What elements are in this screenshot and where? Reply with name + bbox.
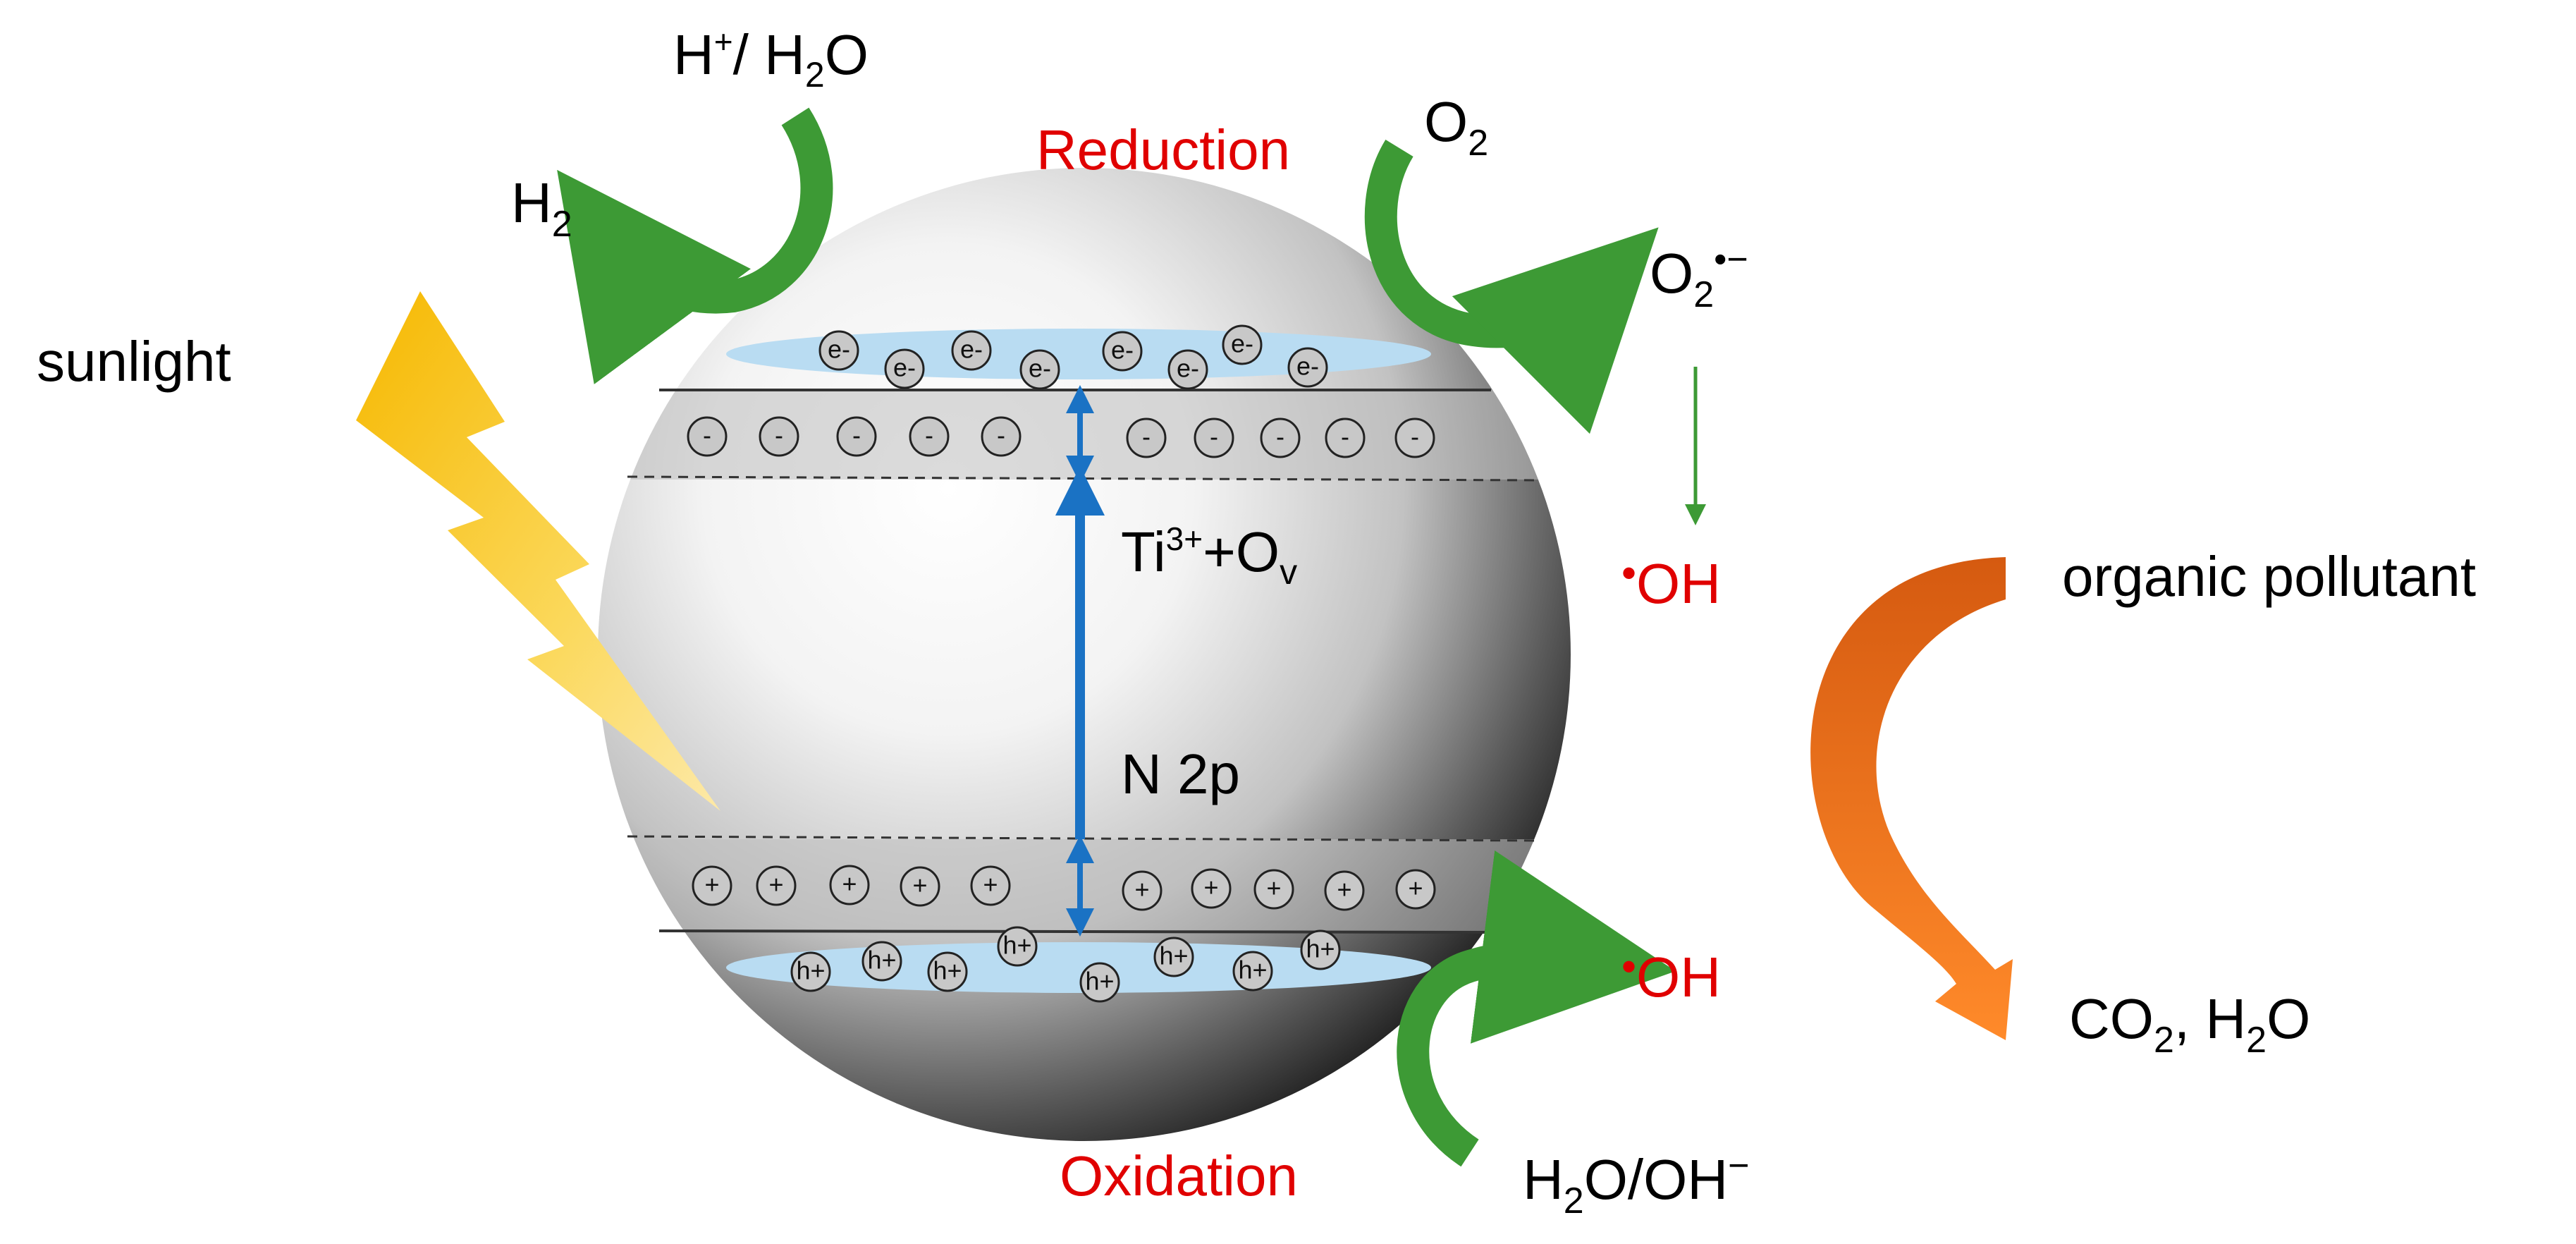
svg-text:+: + xyxy=(1203,872,1218,901)
green-arrow-oxygen xyxy=(1364,140,1659,434)
n2p-label: N 2p xyxy=(1121,743,1240,805)
hole-particle: h+ xyxy=(1300,929,1341,970)
electron-particle: e- xyxy=(1167,349,1208,390)
oh-radical-bottom-label: •OH xyxy=(1621,943,1721,1008)
svg-text:e-: e- xyxy=(1231,329,1253,358)
negative-charge: - xyxy=(687,416,728,457)
electron-particle: e- xyxy=(1019,349,1060,390)
h2o-oh-label: H2O/OH− xyxy=(1523,1145,1750,1221)
svg-text:h+: h+ xyxy=(1085,966,1114,995)
hole-particle: h+ xyxy=(1232,951,1273,992)
positive-charge: + xyxy=(1395,869,1436,910)
negative-charge: - xyxy=(836,416,877,457)
electron-particle: e- xyxy=(818,330,859,371)
electron-particle: e- xyxy=(1222,324,1263,365)
svg-text:e-: e- xyxy=(1177,353,1199,382)
green-arrow-oxidation xyxy=(1397,850,1676,1167)
positive-charge: + xyxy=(1122,870,1163,911)
oh-radical-top-label: •OH xyxy=(1621,549,1721,615)
valence-band-edge xyxy=(658,929,1492,934)
reduction-label: Reduction xyxy=(1036,118,1290,181)
svg-text:-: - xyxy=(1411,422,1419,451)
svg-text:+: + xyxy=(1266,873,1281,902)
svg-text:e-: e- xyxy=(960,334,983,363)
negative-charge: - xyxy=(981,416,1022,457)
svg-text:-: - xyxy=(1276,422,1284,451)
lightning-icon xyxy=(356,291,720,811)
hole-particle: h+ xyxy=(790,951,831,992)
svg-text:h+: h+ xyxy=(1159,941,1188,970)
svg-text:e-: e- xyxy=(1296,351,1319,380)
negative-charge: - xyxy=(1260,417,1301,458)
svg-text:-: - xyxy=(925,420,933,449)
hole-particle: h+ xyxy=(997,926,1038,967)
svg-text:-: - xyxy=(703,420,711,449)
svg-text:e-: e- xyxy=(893,353,916,382)
intermediate-level-label: Ti3++Ov xyxy=(1121,520,1297,592)
negative-charge: - xyxy=(1126,417,1167,458)
svg-text:+: + xyxy=(1134,874,1149,903)
positive-charge: + xyxy=(1324,870,1365,911)
svg-text:h+: h+ xyxy=(796,956,825,984)
hole-particle: h+ xyxy=(1079,962,1120,1003)
positive-charge: + xyxy=(756,865,797,906)
organic-pollutant-label: organic pollutant xyxy=(2062,545,2476,608)
sunlight-label: sunlight xyxy=(37,330,231,393)
svg-text:h+: h+ xyxy=(933,956,962,984)
svg-text:+: + xyxy=(1408,873,1423,902)
svg-text:+: + xyxy=(912,870,927,899)
hole-group: h+ h+ h+ h+ h+ h+ h+ h+ xyxy=(790,926,1341,1003)
hole-particle: h+ xyxy=(927,951,968,992)
negative-charge: - xyxy=(1194,417,1234,458)
svg-text:-: - xyxy=(1210,422,1218,451)
electron-group: e-e-e-e-e-e-e-e- xyxy=(818,324,1328,390)
svg-text:-: - xyxy=(775,420,783,449)
h-plus-h2o-label: H+/ H2O xyxy=(673,23,869,94)
superoxide-label: O2•− xyxy=(1650,239,1748,315)
h2-label: H2 xyxy=(511,171,572,245)
positive-charge-group: + + + + + + + + + + xyxy=(692,865,1436,911)
svg-text:-: - xyxy=(1341,422,1349,451)
positive-charge: + xyxy=(1253,869,1294,910)
electron-particle: e- xyxy=(884,348,925,389)
hole-particle: h+ xyxy=(1153,937,1194,977)
electron-particle: e- xyxy=(951,330,992,371)
orange-curved-arrow xyxy=(1810,557,2013,1040)
positive-charge: + xyxy=(970,865,1011,906)
svg-text:e-: e- xyxy=(1029,353,1051,382)
co2-h2o-label: CO2, H2O xyxy=(2069,987,2310,1061)
svg-text:h+: h+ xyxy=(1002,930,1031,959)
svg-text:e-: e- xyxy=(828,334,850,363)
negative-charge: - xyxy=(1325,417,1366,458)
positive-charge: + xyxy=(900,866,940,907)
positive-charge: + xyxy=(829,865,870,905)
svg-text:-: - xyxy=(1142,422,1151,451)
svg-text:h+: h+ xyxy=(1238,955,1267,984)
negative-charge: - xyxy=(759,416,799,457)
green-arrow-hydrogen xyxy=(557,107,833,384)
svg-text:-: - xyxy=(852,420,861,449)
electron-particle: e- xyxy=(1102,331,1143,372)
svg-text:+: + xyxy=(1337,874,1351,903)
svg-text:e-: e- xyxy=(1111,335,1134,364)
svg-text:+: + xyxy=(842,869,857,898)
electron-particle: e- xyxy=(1287,347,1328,388)
o2-label: O2 xyxy=(1424,90,1488,164)
negative-charge-group: ---------- xyxy=(687,416,1435,458)
svg-text:+: + xyxy=(768,870,783,898)
positive-charge: + xyxy=(692,865,732,906)
negative-charge: - xyxy=(909,416,950,457)
hole-particle: h+ xyxy=(861,941,902,982)
svg-text:-: - xyxy=(997,420,1005,449)
positive-charge: + xyxy=(1191,868,1232,909)
svg-text:h+: h+ xyxy=(1306,934,1335,963)
svg-text:+: + xyxy=(704,870,719,898)
svg-text:+: + xyxy=(983,870,998,898)
svg-text:h+: h+ xyxy=(867,945,896,974)
oxidation-label: Oxidation xyxy=(1060,1145,1298,1207)
negative-charge: - xyxy=(1394,417,1435,458)
